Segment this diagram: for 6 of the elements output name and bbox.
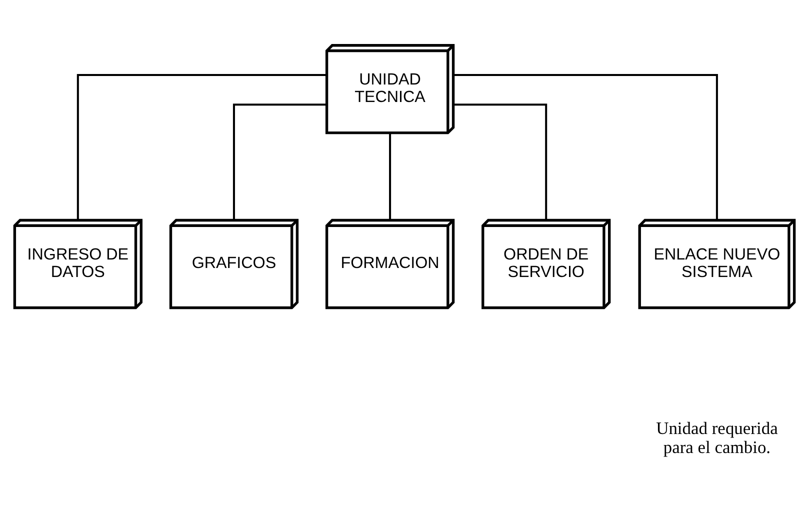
connector <box>453 104 547 220</box>
connector <box>388 133 391 220</box>
connector <box>452 74 718 220</box>
connector <box>76 74 326 220</box>
connector <box>232 104 326 220</box>
label: Unidad requerida para el cambio. <box>656 418 778 457</box>
